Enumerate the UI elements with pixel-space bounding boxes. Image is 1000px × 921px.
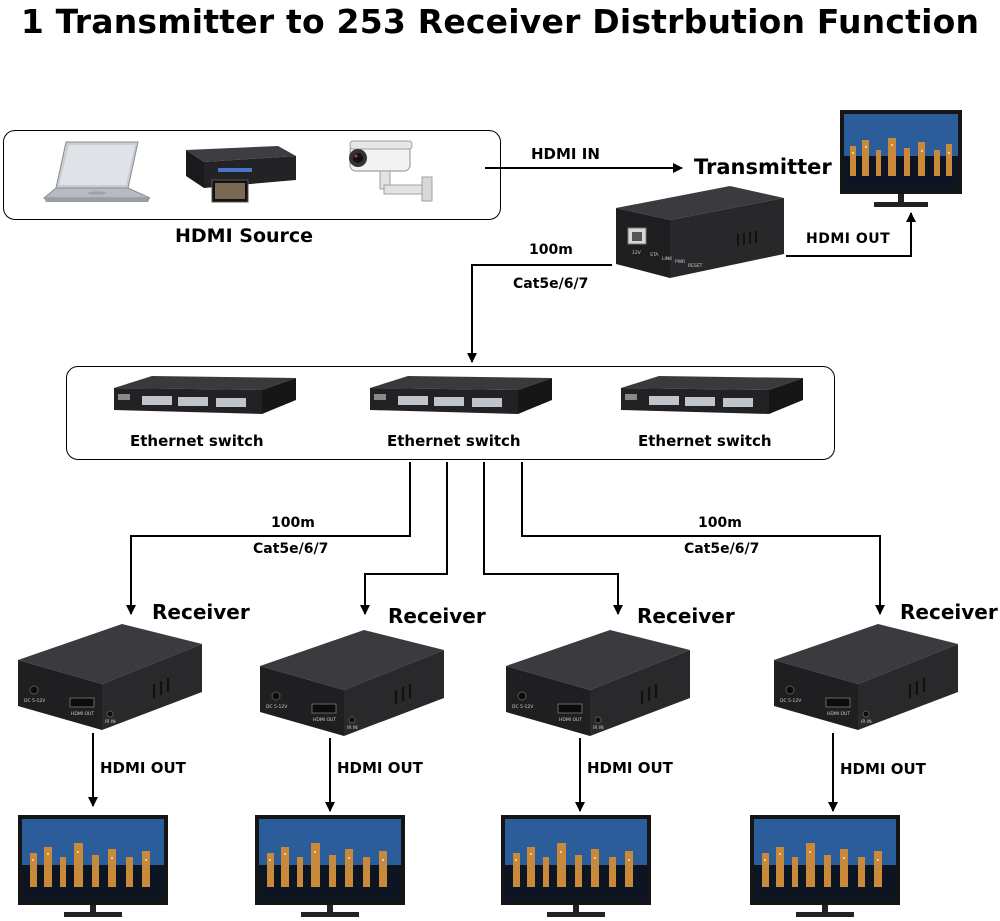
receiver-tv-4 <box>750 815 900 917</box>
hdmi-source-box <box>3 130 501 220</box>
hdmi-source-label: HDMI Source <box>175 225 314 247</box>
receiver-1-port-dc: DC 5-12V <box>24 698 46 704</box>
receiver-device-3: DC 5-12V HDMI OUT IR IN <box>506 630 690 736</box>
receiver-device-4: DC 5-12V HDMI OUT IR IN <box>774 624 958 730</box>
transmitter-tv <box>840 110 962 207</box>
laptop-icon <box>42 141 151 202</box>
ethernet-switch-2 <box>370 376 552 414</box>
receiver-tv-3 <box>501 815 651 917</box>
switch-group-box <box>66 366 835 460</box>
receiver-tv-2 <box>255 815 405 917</box>
transmitter-port-sta: STA <box>650 252 659 258</box>
transmitter-port-pwr: PWR <box>675 259 685 265</box>
receiver-label-3: Receiver <box>637 604 735 628</box>
receiver-device-2: DC 5-12V HDMI OUT IR IN <box>260 630 444 736</box>
receiver-3-port-hdmi: HDMI OUT <box>559 717 582 723</box>
downlink-arrow-4 <box>521 462 885 615</box>
receiver-label-2: Receiver <box>388 604 486 628</box>
receiver-1-port-hdmi: HDMI OUT <box>71 711 94 717</box>
downlink-left-distance: 100m <box>271 515 315 531</box>
receiver-2-port-ir: IR IN <box>347 725 358 731</box>
receiver-3-port-ir: IR IN <box>593 725 604 731</box>
hdmi-in-label: HDMI IN <box>531 145 600 163</box>
uplink-cable: Cat5e/6/7 <box>513 276 589 292</box>
receiver-label-4: Receiver <box>900 600 998 624</box>
transmitter-device: 12V STA LINK PWR RESET <box>616 186 784 278</box>
receiver-1-hdmi-out-label: HDMI OUT <box>100 759 186 777</box>
receiver-1-port-ir: IR IN <box>105 719 116 725</box>
receiver-4-hdmi-out-label: HDMI OUT <box>840 760 926 778</box>
receiver-3-hdmi-out-label: HDMI OUT <box>587 759 673 777</box>
receiver-2-port-hdmi: HDMI OUT <box>313 717 336 723</box>
receiver-2-hdmi-out-label: HDMI OUT <box>337 759 423 777</box>
receiver-2-port-dc: DC 5-12V <box>266 704 288 710</box>
transmitter-label: Transmitter <box>694 155 832 179</box>
transmitter-port-reset: RESET <box>688 263 703 269</box>
ethernet-switch-1 <box>114 376 296 414</box>
ethernet-switch-3 <box>621 376 803 414</box>
downlink-right-cable: Cat5e/6/7 <box>684 541 760 557</box>
hdmi-out-arrow <box>786 212 916 257</box>
receiver-4-port-dc: DC 5-12V <box>780 698 802 704</box>
downlink-arrow-3 <box>483 462 623 615</box>
uplink-distance: 100m <box>529 242 573 258</box>
uplink-arrow <box>467 264 612 363</box>
downlink-left-cable: Cat5e/6/7 <box>253 541 329 557</box>
transmitter-hdmi-out-label: HDMI OUT <box>806 231 891 247</box>
downlink-arrow-1 <box>126 462 411 615</box>
receiver-device-1: DC 5-12V HDMI OUT IR IN <box>18 624 202 730</box>
security-camera-icon <box>349 140 433 202</box>
switch-label-3: Ethernet switch <box>638 432 772 450</box>
bluray-player-icon <box>186 146 296 203</box>
transmitter-port-link: LINK <box>662 256 673 262</box>
receiver-4-port-hdmi: HDMI OUT <box>827 711 850 717</box>
receiver-3-port-dc: DC 5-12V <box>512 704 534 710</box>
transmitter-port-12v: 12V <box>632 250 642 256</box>
receiver-label-1: Receiver <box>152 600 250 624</box>
downlink-right-distance: 100m <box>698 515 742 531</box>
switch-label-1: Ethernet switch <box>130 432 264 450</box>
switch-label-2: Ethernet switch <box>387 432 521 450</box>
receiver-tv-1 <box>18 815 168 917</box>
downlink-arrow-2 <box>360 462 448 615</box>
diagram-title: 1 Transmitter to 253 Receiver Distrbutio… <box>20 2 980 41</box>
receiver-4-port-ir: IR IN <box>861 719 872 725</box>
